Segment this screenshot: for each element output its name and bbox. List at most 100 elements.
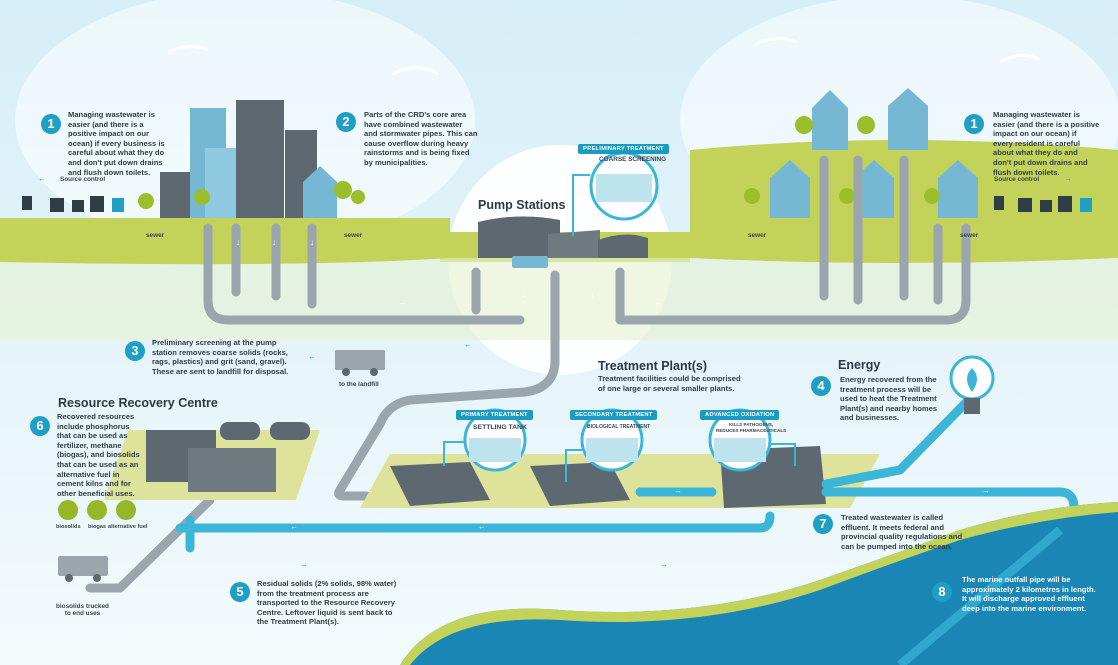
step-number: 1 [964, 114, 984, 134]
sewer-label: sewer [344, 232, 363, 239]
flow-arrow-icon: ↓ [310, 238, 314, 247]
heading-resource-recovery: Resource Recovery Centre [58, 396, 218, 410]
flow-arrow-icon: ← [464, 340, 472, 349]
badge-primary-treatment: PRIMARY TREATMENT [456, 410, 533, 420]
pump-station-building [598, 234, 648, 258]
secondary-tank [530, 462, 630, 506]
outfall-pipe [897, 526, 1063, 665]
biogas-icon [87, 500, 107, 520]
sewer-pipe [615, 223, 971, 325]
coarse-screening-label: COARSE SCREENING [599, 156, 667, 163]
tree [351, 190, 365, 204]
tree [744, 188, 760, 204]
main-line-to-plant [334, 270, 705, 501]
house [770, 160, 810, 218]
sewer-label: sewer [748, 232, 767, 239]
digester-tank [270, 422, 310, 440]
step-number: 3 [125, 341, 145, 361]
flow-arrow-icon: ↓ [522, 290, 526, 299]
flow-arrow-icon: ↓ [236, 238, 240, 247]
flow-arrow-icon: ↓ [272, 238, 276, 247]
house [938, 160, 978, 218]
flow-arrow-icon: → [300, 560, 308, 569]
to-landfill-label: to the landfill [339, 381, 379, 388]
badge-secondary-treatment: SECONDARY TREATMENT [570, 410, 658, 420]
truck-icon [335, 350, 385, 376]
resource-icon-label: alternative fuel [108, 524, 148, 530]
step-note-business: Managing wastewater is easier (and there… [68, 110, 165, 177]
resource-icon-label: biogas [88, 524, 107, 530]
tree [857, 116, 875, 134]
flow-arrow-icon: ← [478, 522, 486, 531]
step-note-resource-recovery: Recovered resources include phosphorus t… [57, 412, 140, 498]
biosolids-icon [58, 500, 78, 520]
coarse-screening-inset [589, 151, 659, 221]
cloud [755, 37, 797, 46]
step-number: 5 [230, 582, 250, 602]
household-items-icon [994, 196, 1092, 212]
sewer-label: sewer [960, 232, 979, 239]
primary-tank [390, 462, 490, 506]
step-number: 4 [811, 376, 831, 396]
effluent-pipe [821, 373, 995, 489]
heading-energy: Energy [838, 358, 881, 372]
source-control-label-right: Source control [994, 176, 1040, 183]
step-number: 7 [813, 514, 833, 534]
biological-treatment-label: BIOLOGICAL TREATMENT [587, 424, 651, 430]
resource-icon-label: biosolids [56, 524, 81, 530]
house [303, 166, 337, 218]
kills-pathogens-label: KILLS PATHOGENS, REDUCES PHARMACEUTICALS [716, 422, 787, 433]
cloud [391, 66, 439, 76]
lightbulb-icon [949, 355, 995, 414]
flow-arrow-icon: → [674, 486, 682, 495]
flow-arrow-icon: → [398, 298, 406, 307]
house [812, 90, 848, 150]
flow-arrow-icon: → [366, 486, 374, 495]
heading-pump-stations: Pump Stations [478, 198, 566, 212]
step-note-preliminary-screening: Preliminary screening at the pump statio… [152, 338, 289, 376]
recycle-pipe [175, 511, 775, 533]
badge-preliminary-treatment: PRELIMINARY TREATMENT [578, 144, 669, 154]
cloud [999, 54, 1041, 64]
flow-arrow-icon: → [982, 486, 990, 495]
recovery-building [188, 448, 276, 492]
tree [839, 188, 855, 204]
house [854, 160, 894, 218]
arrow-right-icon: → [1064, 174, 1072, 183]
tree [924, 188, 940, 204]
step-number: 8 [932, 582, 952, 602]
treatment-subtitle: Treatment facilities could be comprised … [598, 374, 741, 393]
badge-advanced-oxidation: ADVANCED OXIDATION [700, 410, 780, 420]
step-note-marine-outfall: The marine outfall pipe will be approxim… [962, 575, 1096, 613]
sewer-pipe [203, 223, 525, 325]
building [236, 100, 284, 218]
settling-tank-label: SETTLING TANK [473, 424, 527, 431]
pump-station-building [478, 216, 560, 258]
pump-station-building [548, 230, 600, 258]
step-note-resident: Managing wastewater is easier (and there… [993, 110, 1100, 177]
flow-arrow-icon: ↓ [590, 290, 594, 299]
flow-arrow-icon: → [660, 560, 668, 569]
step-note-combined-pipes: Parts of the CRD's core area have combin… [364, 110, 478, 167]
inset-connector [565, 449, 584, 482]
flow-arrow-icon: ← [308, 352, 316, 361]
household-items-icon [22, 196, 124, 212]
sewer-label: sewer [146, 232, 165, 239]
inset-connector [443, 441, 466, 466]
arrow-left-icon: ← [38, 174, 46, 183]
step-note-residual-solids: Residual solids (2% solids, 98% water) f… [257, 579, 397, 627]
step-note-energy: Energy recovered from the treatment proc… [840, 375, 938, 423]
step-number: 2 [336, 112, 356, 132]
tree [194, 189, 210, 205]
pump-truck [512, 256, 548, 268]
inset-connector [572, 174, 590, 236]
heading-treatment-plants: Treatment Plant(s) [598, 359, 708, 373]
step-number: 6 [30, 416, 50, 436]
truck-icon [58, 556, 108, 582]
cloud [167, 45, 209, 54]
flow-arrow-icon: ← [654, 298, 662, 307]
biosolids-trucked-label: biosolids trucked to end uses [56, 603, 109, 617]
digester-tank [220, 422, 260, 440]
